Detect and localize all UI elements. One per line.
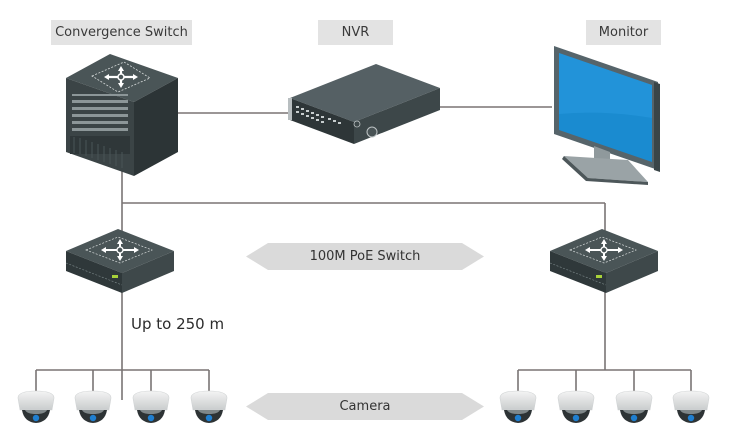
camera-right-2-icon[interactable] <box>555 388 597 430</box>
camera-left-3-icon[interactable] <box>130 388 172 430</box>
poe-switch-right-icon[interactable] <box>548 225 660 297</box>
nvr-icon[interactable] <box>284 62 444 148</box>
camera-banner: Camera <box>246 393 484 420</box>
monitor-label: Monitor <box>586 20 661 45</box>
status-led <box>112 275 118 278</box>
poe-switch-banner-text: 100M PoE Switch <box>309 249 421 264</box>
nvr-label: NVR <box>318 20 393 45</box>
status-led <box>596 275 602 278</box>
convergence-switch-label: Convergence Switch <box>51 20 192 45</box>
camera-right-4-icon[interactable] <box>670 388 712 430</box>
distance-note: Up to 250 m <box>131 315 225 333</box>
nvr-jog-dial-icon <box>366 126 378 138</box>
poe-switch-left-icon[interactable] <box>64 225 176 297</box>
camera-left-4-icon[interactable] <box>188 388 230 430</box>
camera-right-1-icon[interactable] <box>497 388 539 430</box>
camera-right-3-icon[interactable] <box>613 388 655 430</box>
convergence-switch-icon[interactable] <box>62 50 182 180</box>
camera-left-1-icon[interactable] <box>15 388 57 430</box>
camera-banner-text: Camera <box>339 399 391 414</box>
monitor-icon[interactable] <box>548 42 664 187</box>
poe-switch-banner: 100M PoE Switch <box>246 243 484 270</box>
camera-left-2-icon[interactable] <box>72 388 114 430</box>
